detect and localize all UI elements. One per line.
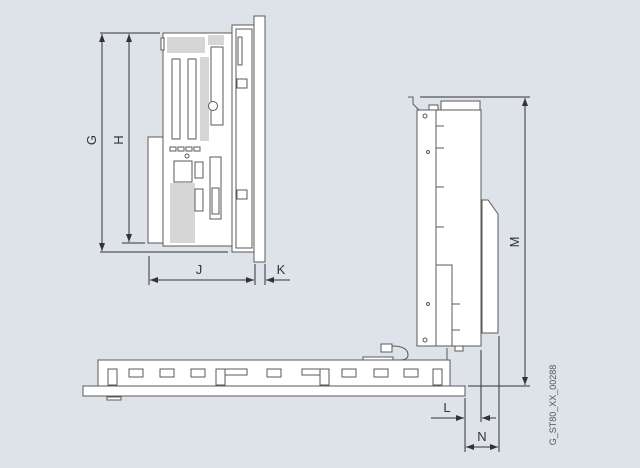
dimension-label-k: K: [277, 262, 286, 277]
dimension-label-n: N: [477, 429, 486, 444]
dimension-lines-left: [99, 32, 290, 285]
dimension-label-h: H: [111, 135, 126, 144]
dimension-label-g: G: [84, 135, 99, 145]
mounted-device-view: [408, 96, 499, 352]
dimension-label-j: J: [196, 262, 203, 277]
dimension-lines-right: [420, 96, 530, 452]
dimension-label-m: M: [507, 237, 522, 248]
dimension-label-l: L: [443, 400, 450, 415]
side-view-device: [147, 15, 266, 263]
base-plate: [82, 343, 466, 401]
drawing-id: G_ST80_XX_00288: [548, 365, 558, 446]
